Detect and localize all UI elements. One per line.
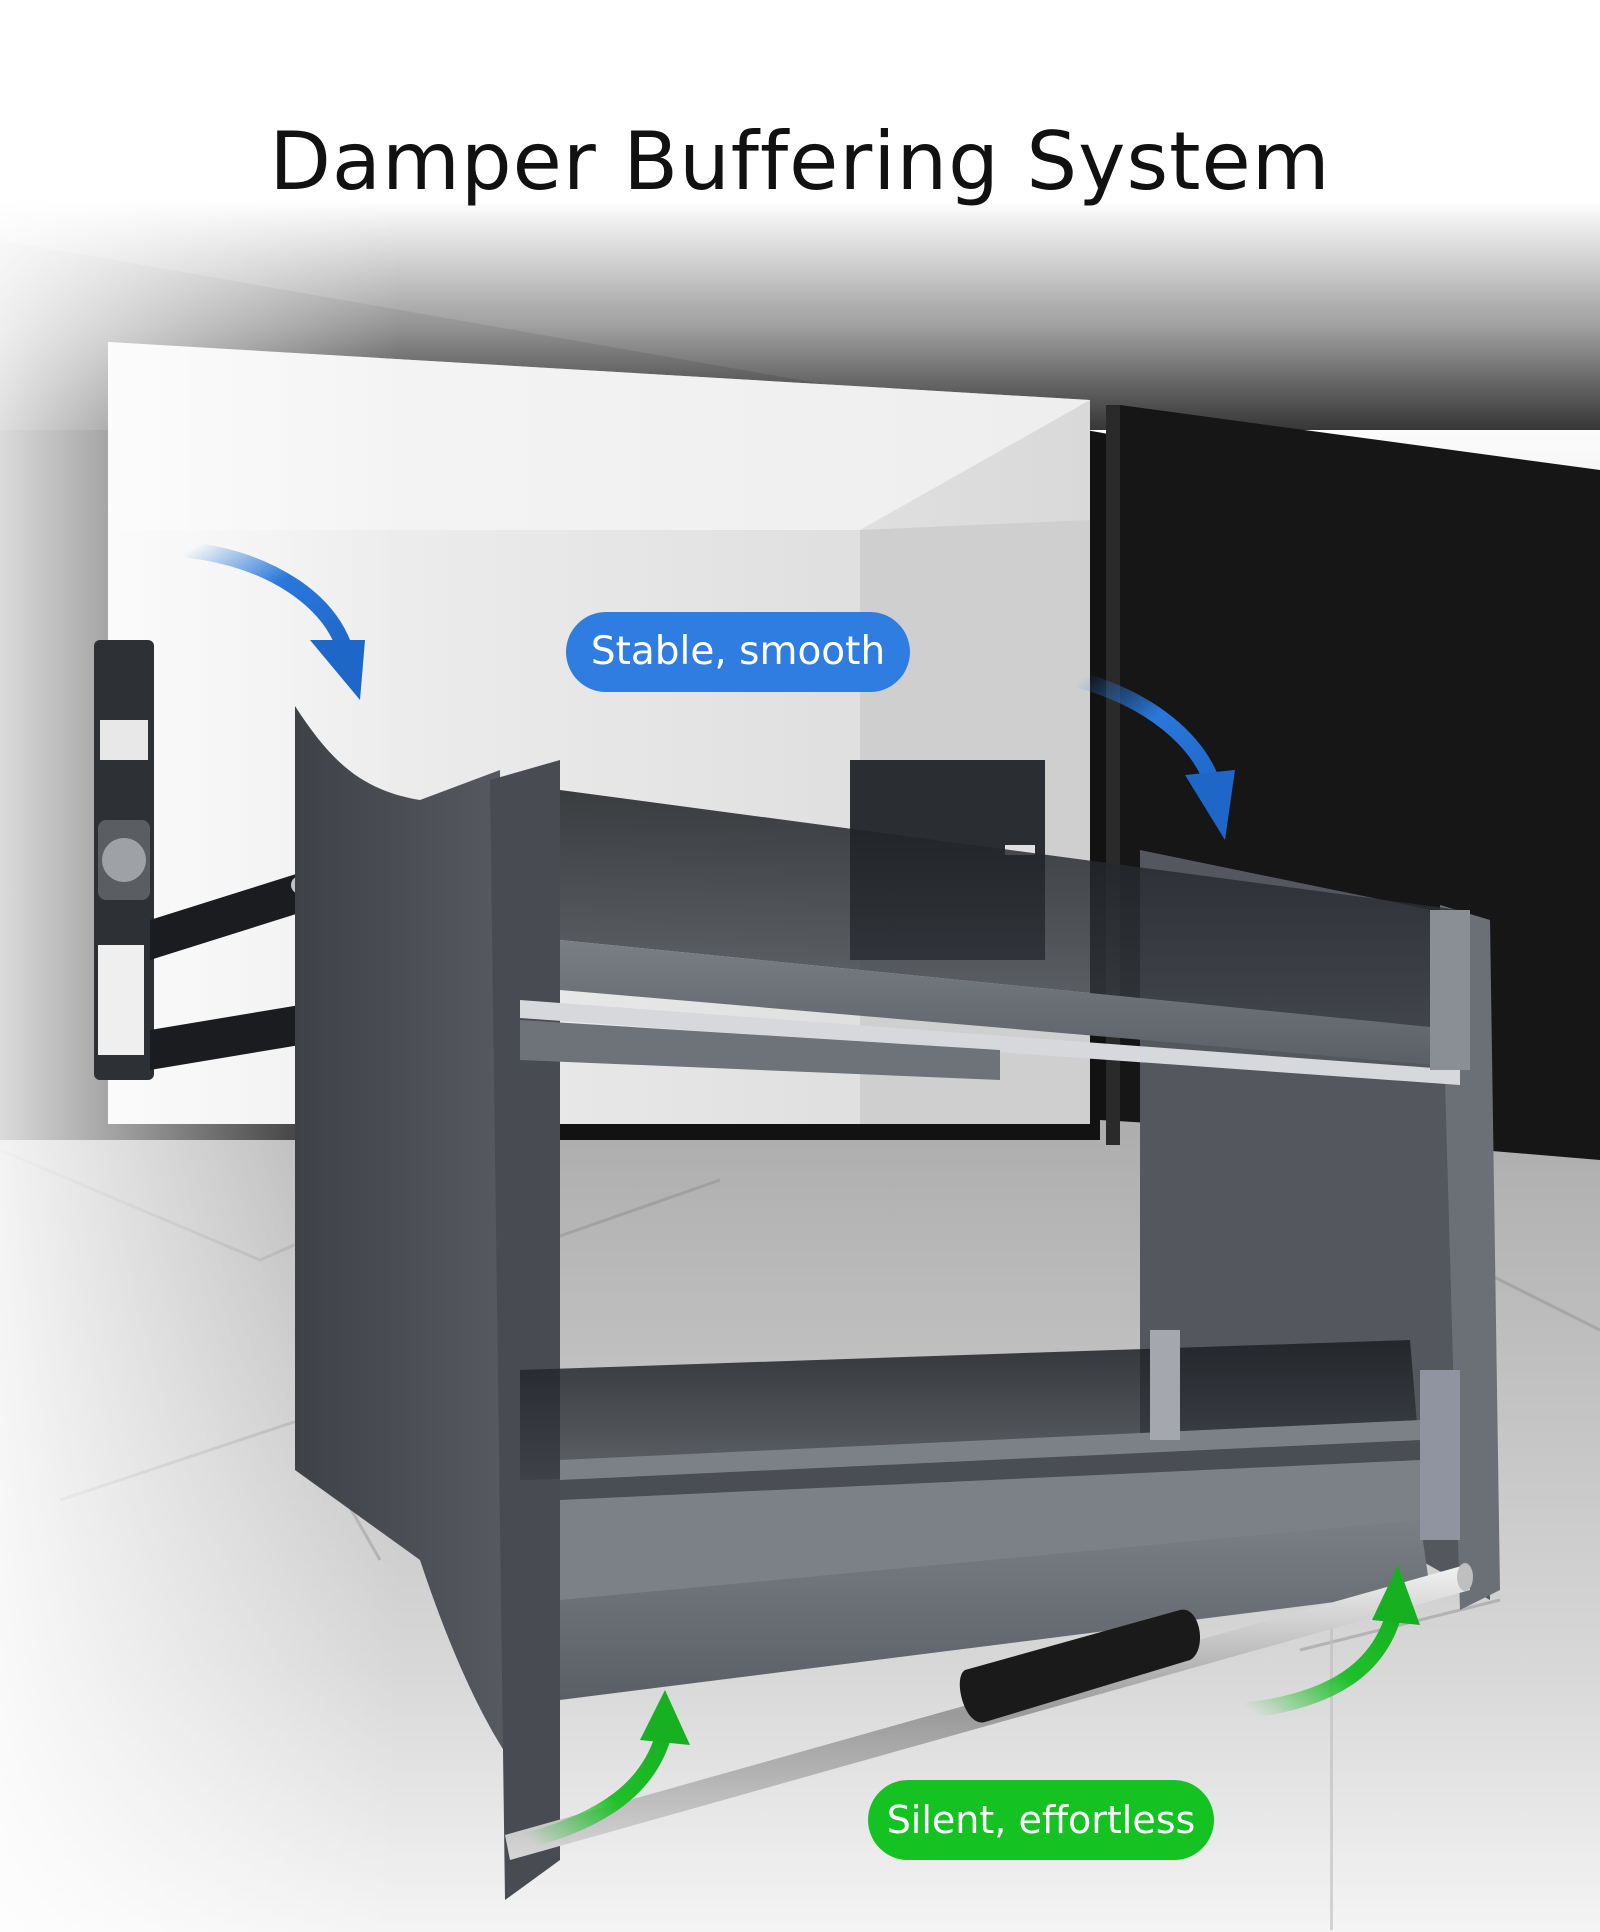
- curved-arrow-up-icon: [1242, 1565, 1420, 1718]
- curved-arrow-down-icon: [1072, 672, 1235, 840]
- curved-arrow-up-icon: [522, 1690, 690, 1848]
- page-title: Damper Buffering System: [269, 115, 1331, 208]
- feature-label-top: Stable, smooth: [566, 612, 910, 692]
- feature-label-bottom: Silent, effortless: [868, 1780, 1214, 1860]
- curved-arrow-down-icon: [182, 542, 365, 700]
